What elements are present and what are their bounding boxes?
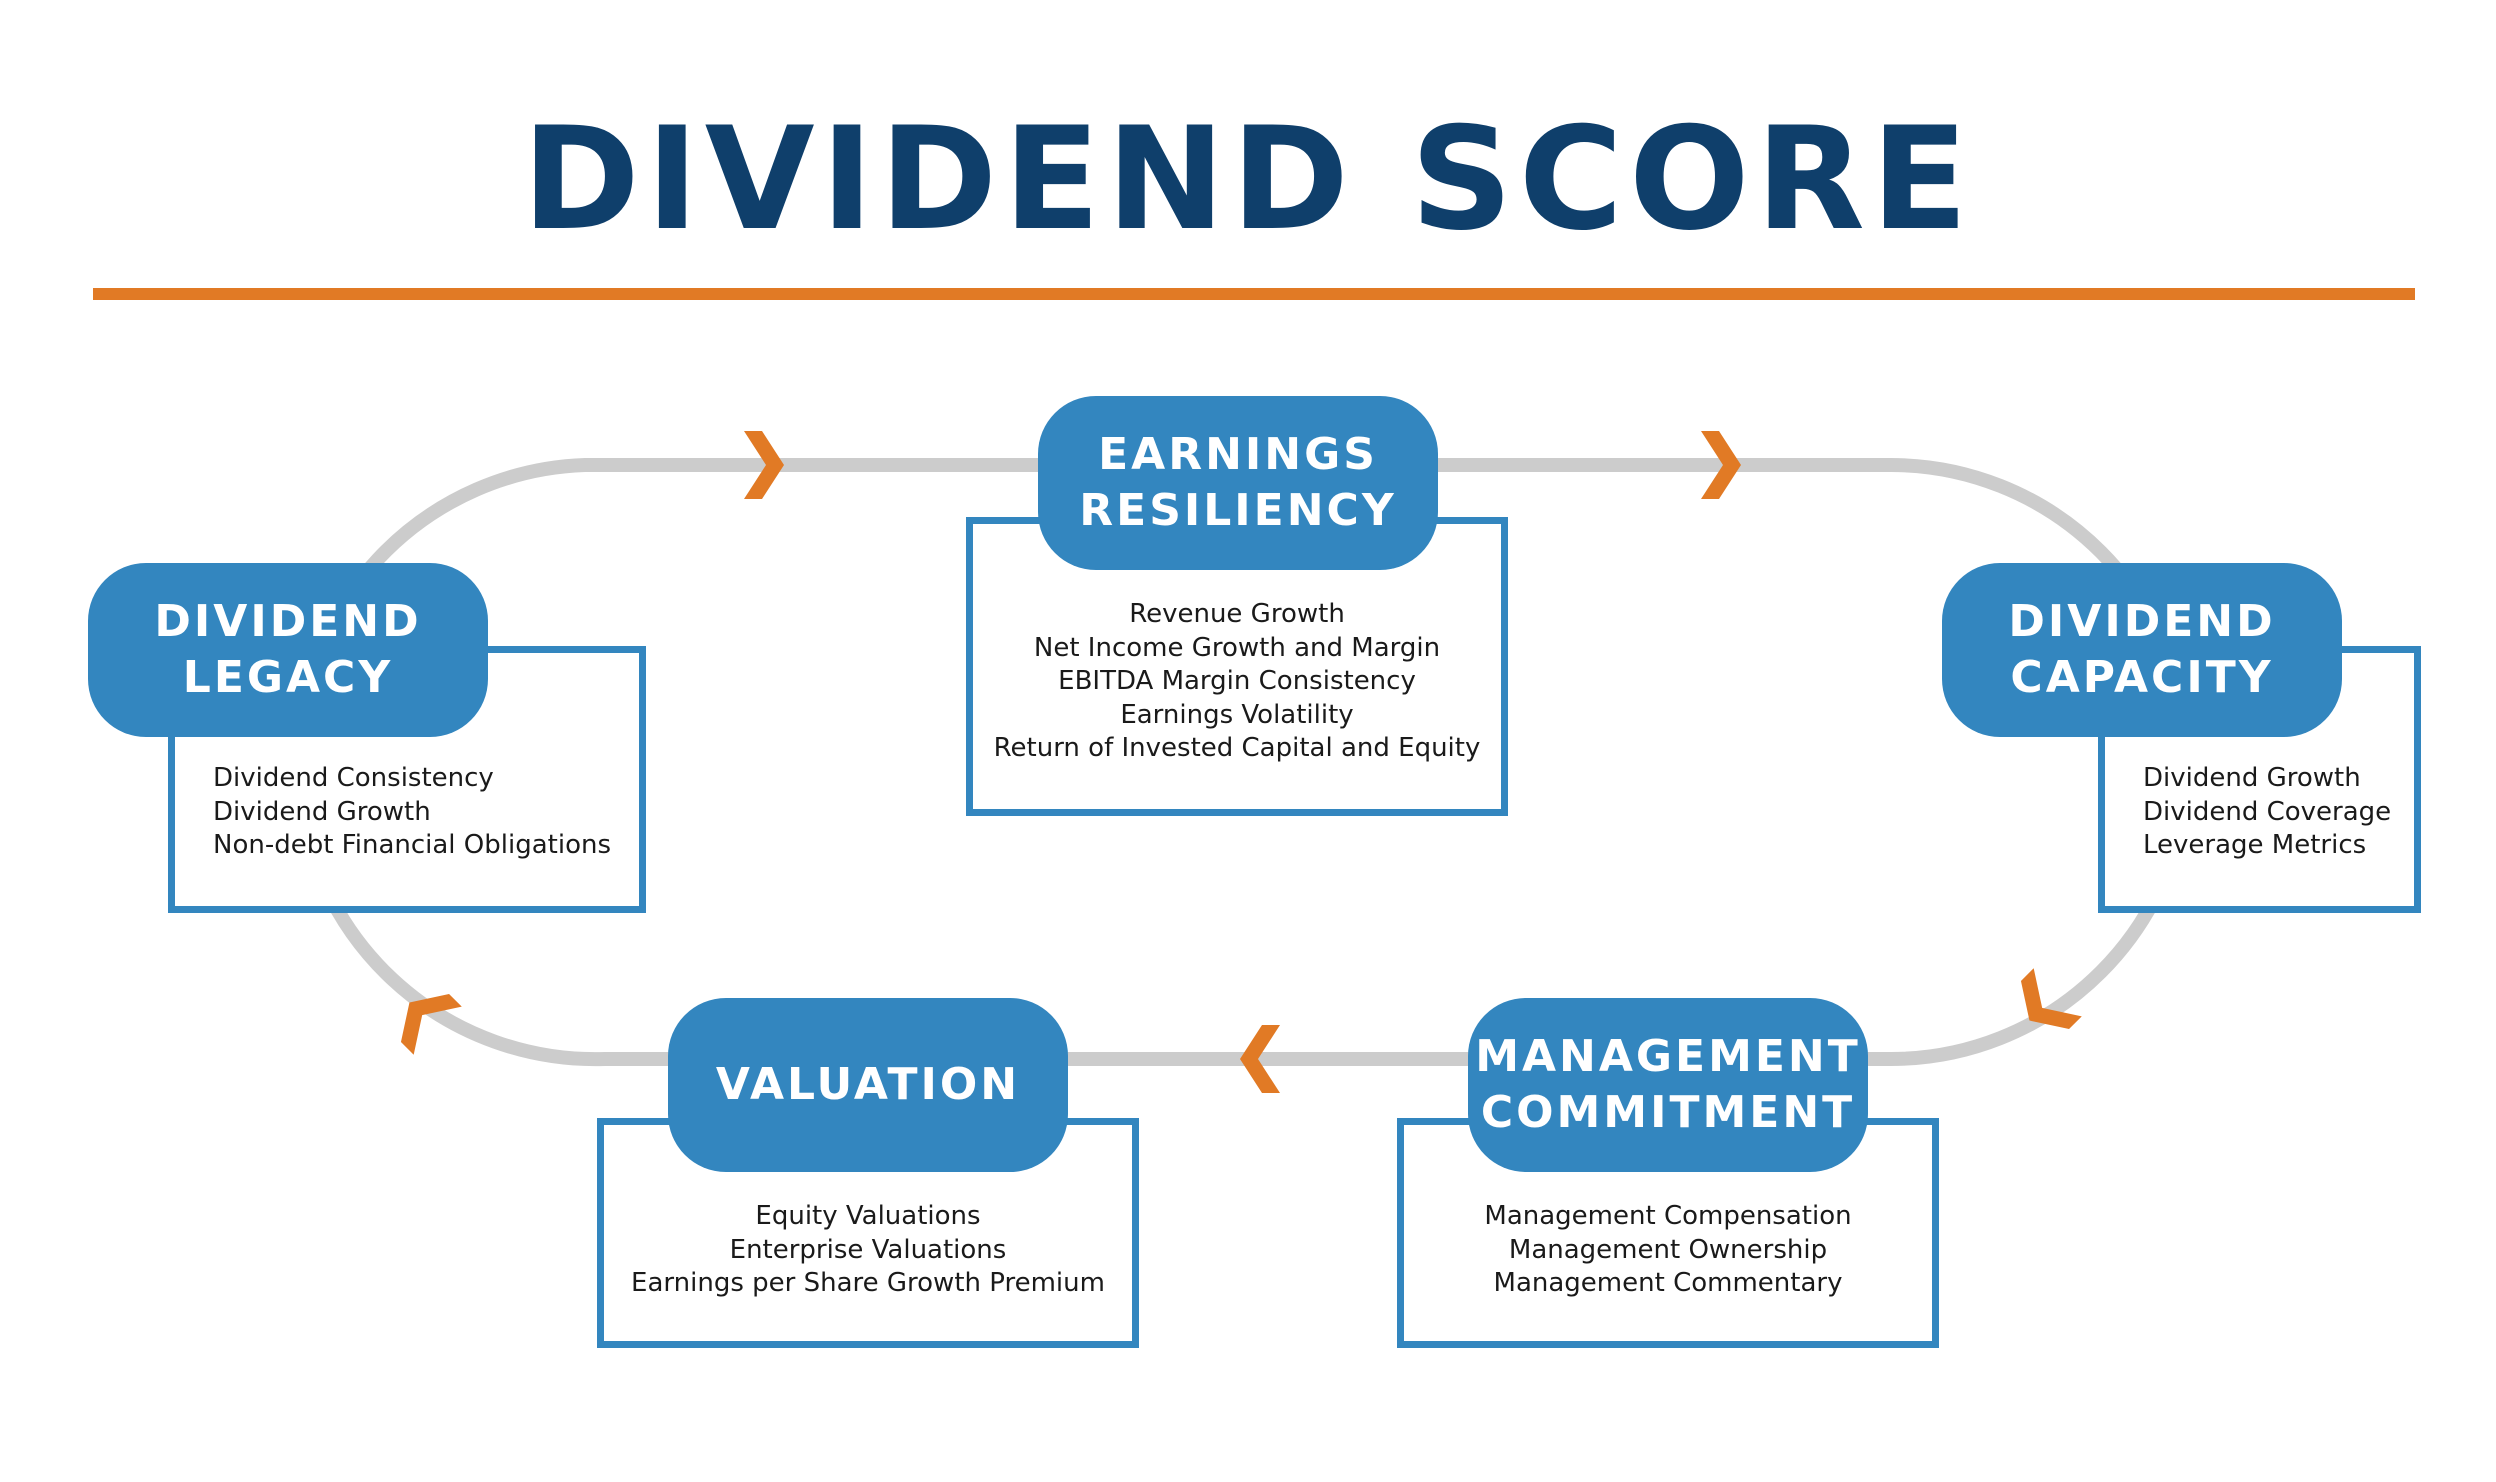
title-divider [93,288,2415,300]
dividend-legacy-items: Dividend Consistency Dividend Growth Non… [213,762,611,863]
header-line: EARNINGS [1098,429,1378,480]
dividend-capacity-items: Dividend Growth Dividend Coverage Levera… [2143,762,2391,863]
earnings-resiliency-items: Revenue Growth Net Income Growth and Mar… [966,598,1508,766]
list-item: Revenue Growth [1129,599,1345,629]
dividend-capacity-header: DIVIDEND CAPACITY [1942,563,2342,737]
list-item: Dividend Consistency [213,763,494,793]
management-commitment-items: Management Compensation Management Owner… [1397,1200,1939,1301]
header-line: MANAGEMENT [1475,1031,1861,1082]
header-line: DIVIDEND [154,596,422,647]
list-item: Management Compensation [1484,1201,1852,1231]
chevron-right-icon [1701,431,1741,499]
list-item: Equity Valuations [755,1201,981,1231]
header-line: VALUATION [715,1059,1021,1110]
list-item: Net Income Growth and Margin [1033,632,1441,663]
list-item: EBITDA Margin Consistency [1058,666,1416,696]
management-commitment-header: MANAGEMENT COMMITMENT [1468,998,1868,1172]
list-item: Enterprise Valuations [729,1234,1007,1265]
list-item: Dividend Coverage [2143,796,2392,827]
page-title: DIVIDEND SCORE [522,97,1974,262]
earnings-resiliency-box [966,517,1508,816]
list-item: Dividend Growth [213,796,431,827]
valuation-header: VALUATION [668,998,1068,1172]
list-item: Earnings per Share Growth Premium [631,1268,1105,1298]
list-item: Earnings Volatility [1120,699,1354,730]
list-item: Management Ownership [1508,1234,1828,1265]
header-line: COMMITMENT [1480,1087,1856,1138]
list-item: Non-debt Financial Obligations [213,830,611,860]
chevron-right-icon [744,431,784,499]
dividend-legacy-header: DIVIDEND LEGACY [88,563,488,737]
list-item: Return of Invested Capital and Equity [993,733,1481,763]
header-line: CAPACITY [2010,652,2274,703]
header-line: RESILIENCY [1079,485,1397,536]
chevron-down-left-icon [2020,968,2082,1030]
list-item: Management Commentary [1493,1268,1843,1298]
header-line: DIVIDEND [2008,596,2276,647]
chevron-left-icon [1240,1025,1280,1093]
earnings-resiliency-header: EARNINGS RESILIENCY [1038,396,1438,570]
list-item: Dividend Growth [2143,763,2361,793]
header-line: LEGACY [182,652,394,703]
list-item: Leverage Metrics [2143,830,2367,860]
valuation-items: Equity Valuations Enterprise Valuations … [597,1200,1139,1301]
chevron-up-left-icon [400,993,462,1055]
